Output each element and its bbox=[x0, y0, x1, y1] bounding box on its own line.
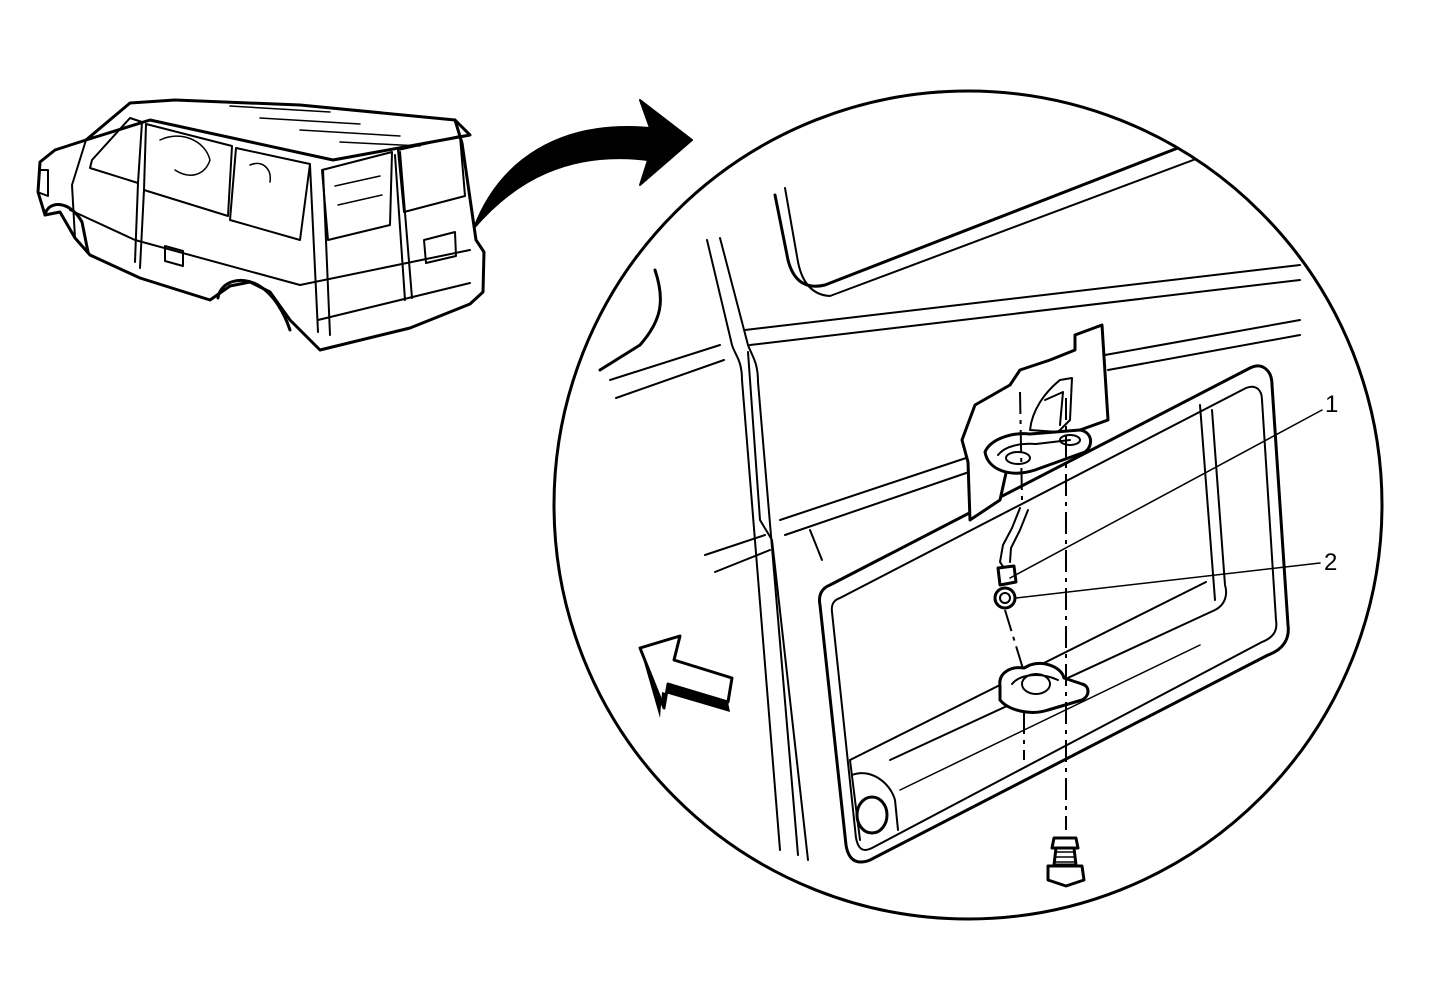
vehicle-overview-icon bbox=[36, 98, 486, 352]
detail-view bbox=[552, 89, 1384, 921]
forward-direction-arrow-icon bbox=[638, 634, 734, 718]
callout-1-label: 1 bbox=[1325, 391, 1338, 418]
bolt-icon bbox=[1046, 836, 1086, 888]
callout-2-label: 2 bbox=[1324, 549, 1337, 576]
detail-arrow-icon bbox=[473, 99, 693, 229]
